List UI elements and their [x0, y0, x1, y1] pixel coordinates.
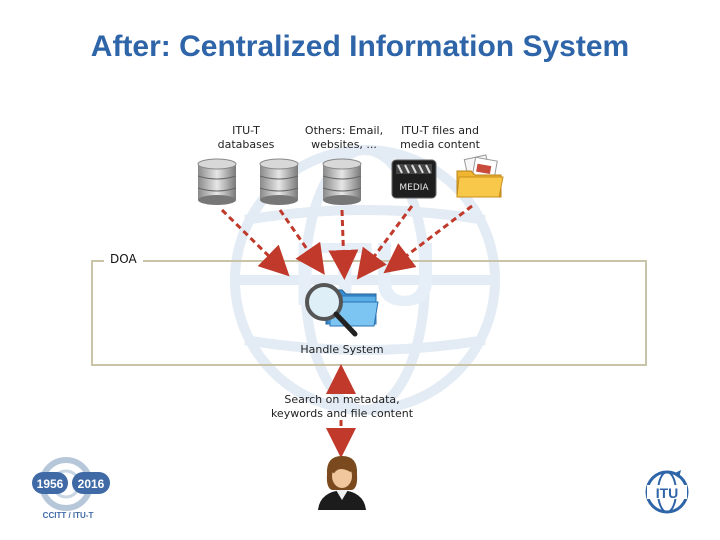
page-title: After: Centralized Information System: [90, 30, 630, 63]
database-icon: [322, 158, 362, 205]
doa-label: DOA: [104, 252, 143, 266]
source-label-others: Others: Email, websites, ...: [304, 124, 384, 151]
anniversary-caption: CCITT / ITU-T: [43, 511, 94, 520]
anniversary-logo: 1956 2016 CCITT / ITU-T: [32, 457, 110, 520]
anniversary-year-left: 1956: [37, 477, 64, 491]
user-avatar-icon: [318, 456, 366, 510]
handle-system-icon: [305, 283, 379, 337]
media-icon: MEDIA: [391, 159, 437, 199]
database-icon: [197, 158, 237, 205]
media-icon-text: MEDIA: [399, 183, 429, 193]
itu-logo-text: ITU: [656, 485, 679, 501]
database-icon: [259, 158, 299, 205]
itu-logo: ITU: [645, 470, 689, 514]
source-label-files-media: ITU-T files and media content: [400, 124, 480, 151]
handle-system-label: Handle System: [300, 343, 384, 356]
folder-files-icon: [456, 154, 504, 198]
anniversary-year-right: 2016: [78, 477, 105, 491]
source-label-itu-t-databases: ITU-T databases: [217, 124, 275, 151]
search-label: Search on metadata, keywords and file co…: [270, 393, 414, 420]
